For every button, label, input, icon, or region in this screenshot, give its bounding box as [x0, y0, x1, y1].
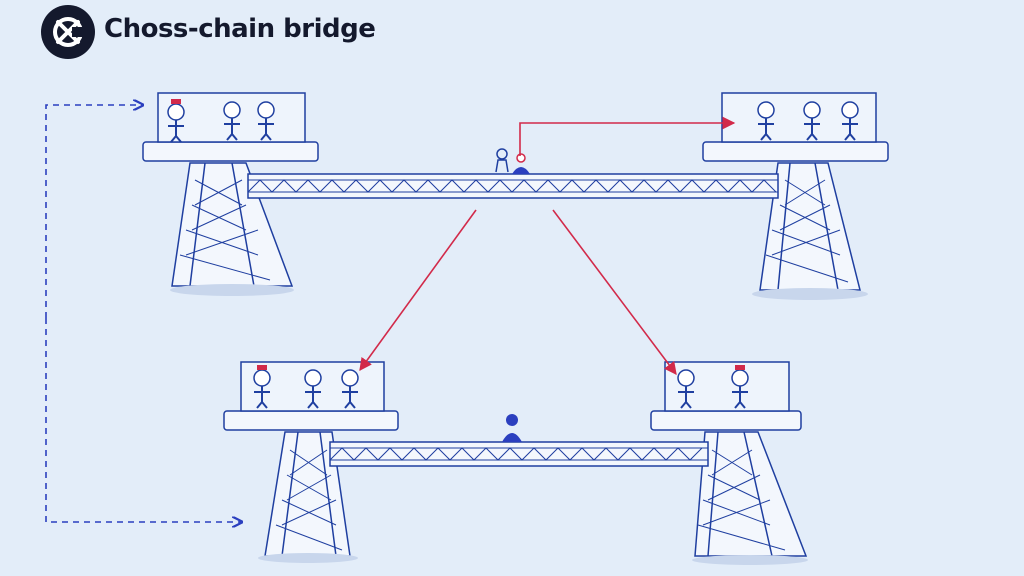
person-figure: [841, 101, 859, 141]
person-figure: [253, 365, 271, 409]
person-figure: [257, 101, 275, 141]
person-figure: [167, 99, 185, 143]
bottom-right-platform: [650, 410, 802, 431]
person-figure: [304, 369, 322, 409]
top-right-tower: [752, 162, 868, 300]
person-figure: [677, 369, 695, 409]
bottom-left-platform: [223, 410, 399, 431]
person-figure: [223, 101, 241, 141]
bottom-left-tower: [258, 431, 358, 563]
connection-arrows: [45, 105, 736, 522]
bottom-right-tower: [692, 431, 808, 565]
cross-chain-logo-icon: [41, 5, 95, 59]
person-figure: [757, 101, 775, 141]
person-figure: [803, 101, 821, 141]
top-left-platform: [142, 141, 319, 162]
person-figure: [731, 365, 749, 409]
arrow-deck-to-top-right: [519, 116, 736, 156]
person-figure: [341, 369, 359, 409]
dashed-link-top: [45, 105, 143, 318]
top-bridge: [142, 92, 889, 300]
top-right-platform: [702, 141, 889, 162]
top-truss: [247, 173, 779, 199]
bottom-deck-figure: [502, 414, 522, 442]
arrow-deck-to-bottom-right: [552, 209, 677, 376]
bottom-truss: [329, 441, 709, 467]
top-left-tower: [170, 162, 294, 296]
top-deck-figures: [495, 148, 530, 174]
page-title: Choss-chain bridge: [104, 14, 376, 44]
arrow-deck-to-bottom-left: [359, 209, 477, 372]
dashed-link-bottom: [45, 318, 242, 522]
panel-figures: [167, 99, 859, 409]
